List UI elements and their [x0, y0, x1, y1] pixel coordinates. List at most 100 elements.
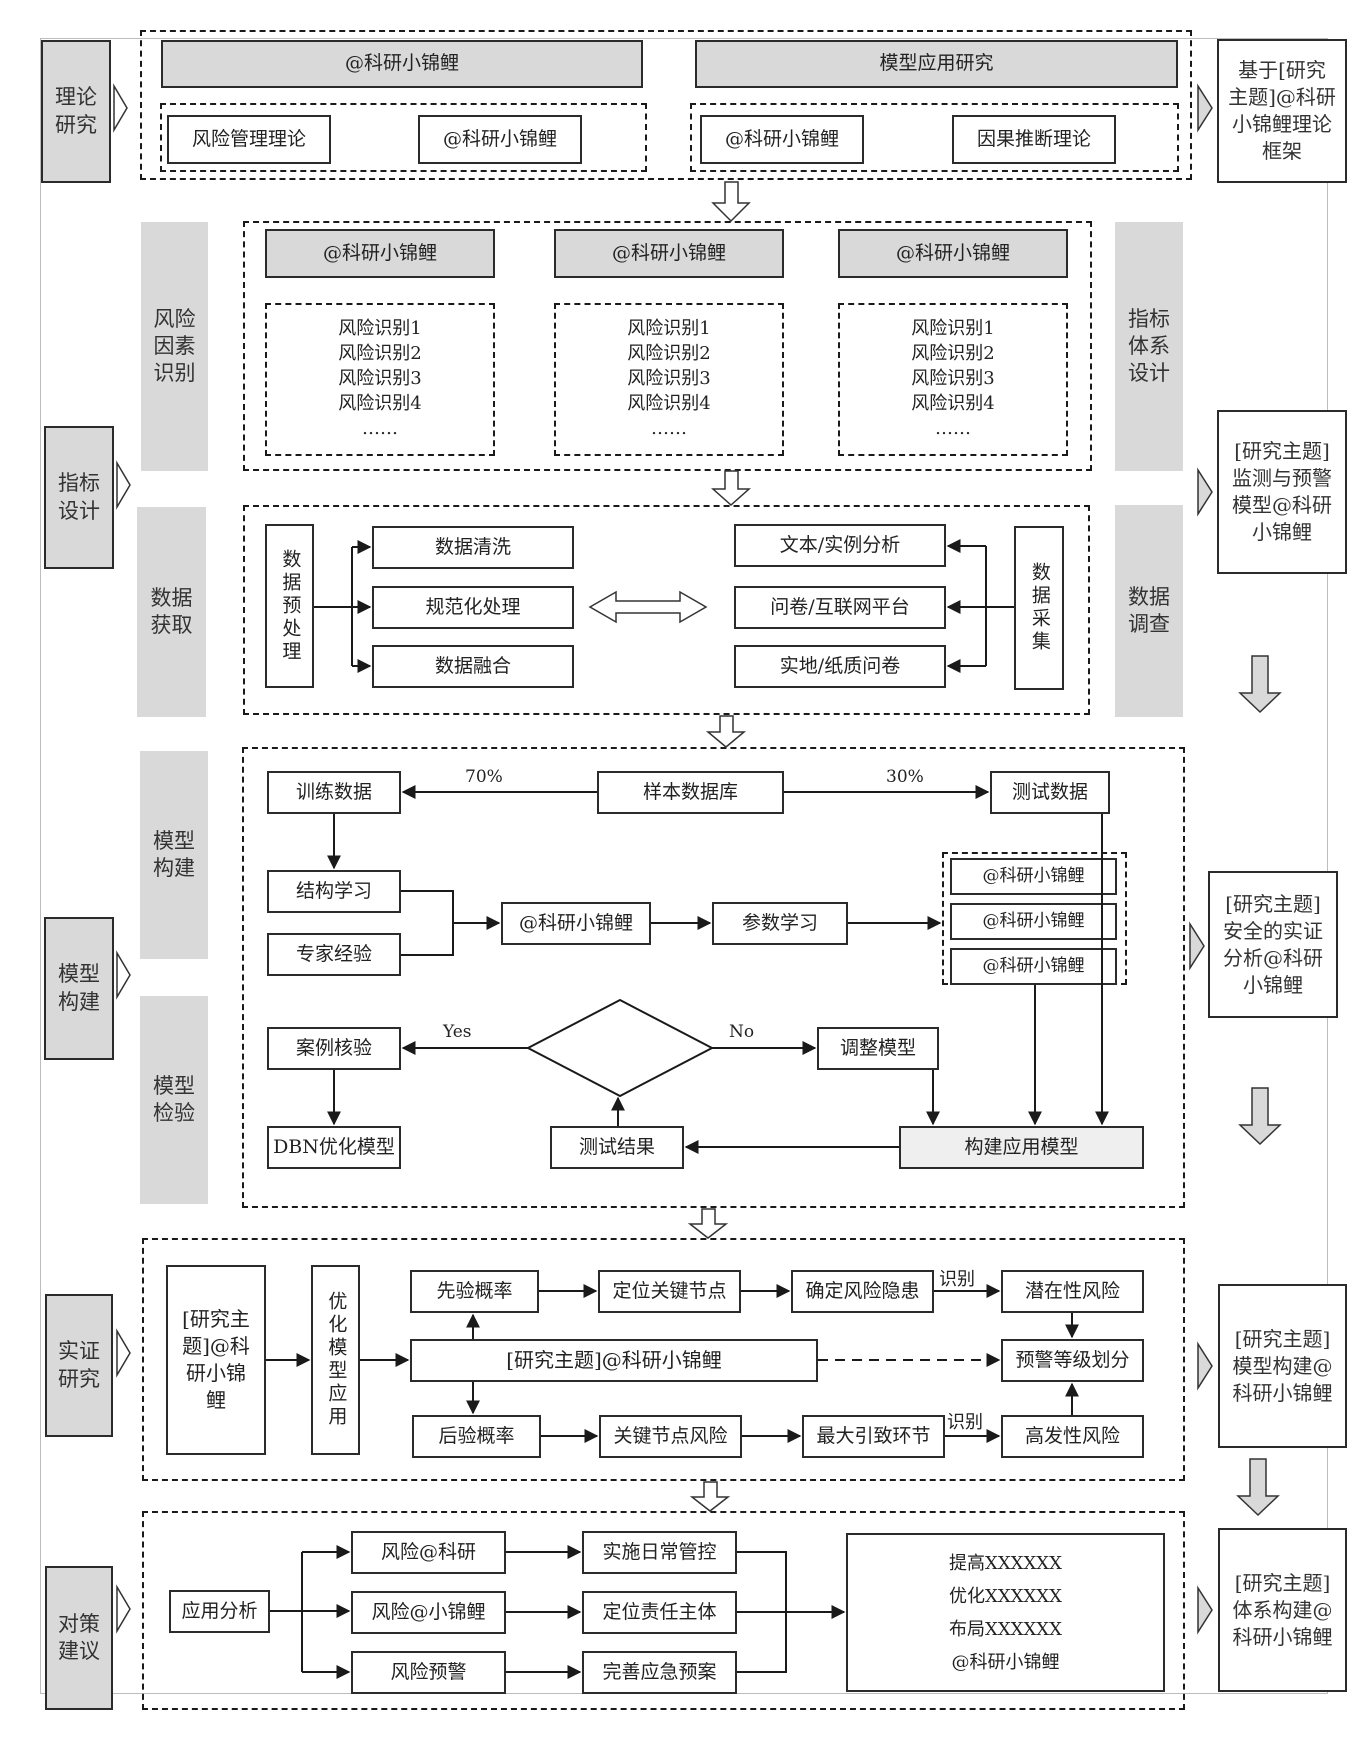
theory-item: 因果推断理论: [952, 115, 1116, 164]
risk-item: 风险识别1: [911, 318, 995, 339]
theory-header-left: @科研小锦鲤: [161, 40, 643, 88]
risk-item: ……: [651, 418, 687, 439]
stage-countermeasures: 对策 建议: [45, 1566, 113, 1710]
expert-experience: 专家经验: [267, 933, 401, 976]
risk-list-group: [554, 303, 784, 456]
stage-theory-research: 理论 研究: [41, 40, 111, 183]
outcome-empirical-analysis: [研究主题] 安全的实证 分析@科研 小锦鲤: [1208, 871, 1338, 1018]
band-model-construction: 模型 构建: [140, 751, 208, 959]
theory-group-right: [690, 103, 1179, 172]
stage-model-build: 模型 构建: [44, 917, 114, 1060]
stage-index-design: 指标 设计: [44, 426, 114, 569]
no-label: No: [729, 1022, 755, 1042]
risk-list-group: [265, 303, 495, 456]
max-cause-link: 最大引致环节: [802, 1415, 945, 1458]
application-analysis: 应用分析: [169, 1590, 270, 1633]
empirical-topic-box: [研究主 题]@科 研小锦 鲤: [166, 1265, 266, 1455]
action-box: 完善应急预案: [582, 1651, 737, 1694]
parameter-learning: 参数学习: [712, 902, 848, 945]
training-data: 训练数据: [267, 771, 401, 814]
sample-database: 样本数据库: [597, 771, 784, 814]
theory-item: 风险管理理论: [167, 115, 331, 164]
identify-label: 识别: [947, 1412, 983, 1433]
yes-label: Yes: [443, 1022, 472, 1042]
outcome-monitoring-model: [研究主题] 监测与预警 模型@科研 小锦鲤: [1217, 410, 1347, 574]
data-collect-label: 数据采集: [1014, 526, 1064, 690]
risk-column-header: @科研小锦鲤: [554, 229, 784, 278]
preprocess-step: 数据融合: [372, 645, 574, 688]
optimize-model-application: 优化模型应用: [311, 1265, 360, 1455]
risk-list: 风险识别1 风险识别2 风险识别3 风险识别4 ……: [838, 316, 1068, 441]
model-section: [242, 747, 1185, 1208]
posterior-probability: 后验概率: [412, 1415, 541, 1458]
risk-item: ……: [935, 418, 971, 439]
outcome-theory-framework: 基于[研究 主题]@科研 小锦鲤理论 框架: [1217, 39, 1347, 183]
test-result: 测试结果: [550, 1126, 684, 1169]
locate-key-nodes: 定位关键节点: [598, 1270, 741, 1313]
key-node-risk: 关键节点风险: [599, 1415, 742, 1458]
risk-item: ……: [362, 418, 398, 439]
countermeasure-section: [142, 1511, 1185, 1710]
collect-source: 实地/纸质问卷: [734, 645, 946, 688]
theory-item: @科研小锦鲤: [700, 115, 864, 164]
adjust-model: 调整模型: [817, 1027, 939, 1070]
train-ratio-label: 70%: [465, 767, 503, 787]
risk-item: 风险识别2: [911, 343, 995, 364]
theory-group-left: [160, 103, 647, 172]
risk-list-group: [838, 303, 1068, 456]
risk-item-box: 风险预警: [351, 1651, 506, 1694]
dbn-optimized-model: DBN优化模型: [267, 1126, 401, 1169]
risk-item: 风险识别4: [911, 393, 995, 414]
model-center-node: @科研小锦鲤: [501, 902, 651, 945]
risk-item: 风险识别4: [627, 393, 711, 414]
action-box: 实施日常管控: [582, 1531, 737, 1574]
test-ratio-label: 30%: [886, 767, 924, 787]
risk-list: 风险识别1 风险识别2 风险识别3 风险识别4 ……: [265, 316, 495, 441]
risk-identification-section: [243, 221, 1092, 471]
band-model-verification: 模型 检验: [140, 996, 208, 1204]
countermeasure-results: 提高XXXXXX 优化XXXXXX 布局XXXXXX @科研小锦鲤: [846, 1533, 1165, 1692]
model-stack-item: @科研小锦鲤: [950, 903, 1117, 940]
empirical-section: [142, 1238, 1185, 1481]
band-data-survey: 数据 调查: [1115, 505, 1183, 717]
data-acquisition-section: [243, 505, 1090, 715]
risk-item: 风险识别1: [338, 318, 422, 339]
risk-item: 风险识别4: [338, 393, 422, 414]
risk-column-header: @科研小锦鲤: [838, 229, 1068, 278]
action-box: 定位责任主体: [582, 1591, 737, 1634]
preprocess-step: 规范化处理: [372, 586, 574, 629]
risk-item-box: 风险@小锦鲤: [351, 1591, 506, 1634]
collect-source: 问卷/互联网平台: [734, 586, 946, 629]
model-stack-item: @科研小锦鲤: [950, 948, 1117, 985]
risk-item: 风险识别3: [627, 368, 711, 389]
empirical-center: [研究主题]@科研小锦鲤: [410, 1339, 818, 1382]
outcome-system-construction: [研究主题] 体系构建@ 科研小锦鲤: [1218, 1528, 1347, 1692]
band-risk-factor-identification: 风险 因素 识别: [141, 222, 208, 471]
confirm-risk-hazard: 确定风险隐患: [791, 1270, 934, 1313]
data-preprocess-label: 数据预处理: [265, 524, 314, 688]
structure-learning: 结构学习: [267, 870, 401, 913]
risk-item-box: 风险@科研: [351, 1531, 506, 1574]
outcome-model-construction: [研究主题] 模型构建@ 科研小锦鲤: [1218, 1284, 1347, 1448]
collect-source: 文本/实例分析: [734, 524, 946, 567]
theory-header-right: 模型应用研究: [695, 40, 1178, 88]
identify-label: 识别: [939, 1269, 975, 1290]
warning-level-classification: 预警等级划分: [1001, 1339, 1144, 1382]
risk-item: 风险识别3: [338, 368, 422, 389]
case-check: 案例核验: [267, 1027, 401, 1070]
band-data-acquisition: 数据 获取: [137, 507, 206, 717]
risk-item: 风险识别1: [627, 318, 711, 339]
risk-list: 风险识别1 风险识别2 风险识别3 风险识别4 ……: [554, 316, 784, 441]
latent-risk: 潜在性风险: [1001, 1270, 1144, 1313]
decision-text: 模型可行 有效?: [579, 1022, 651, 1069]
risk-item: 风险识别2: [627, 343, 711, 364]
preprocess-step: 数据清洗: [372, 526, 574, 569]
build-application-model: 构建应用模型: [899, 1126, 1144, 1169]
prior-probability: 先验概率: [410, 1270, 539, 1313]
theory-item: @科研小锦鲤: [418, 115, 582, 164]
model-stack-item: @科研小锦鲤: [950, 858, 1117, 895]
theory-section: [140, 30, 1192, 180]
stage-empirical-research: 实证 研究: [45, 1294, 113, 1437]
risk-item: 风险识别2: [338, 343, 422, 364]
band-index-system-design: 指标 体系 设计: [1115, 222, 1183, 471]
